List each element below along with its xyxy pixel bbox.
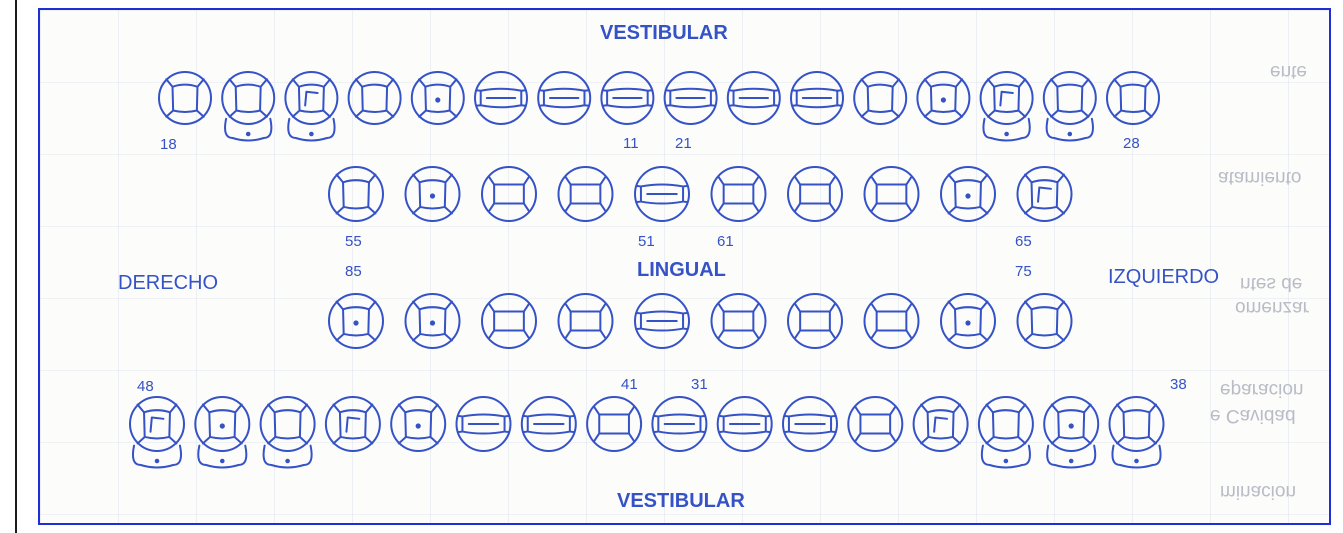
- tooth-diagram: [1018, 294, 1072, 348]
- tooth-diagram: [522, 397, 576, 451]
- tooth-diagram: [1044, 72, 1096, 141]
- tooth-diagram: [406, 294, 460, 348]
- tooth-number-38: 38: [1170, 376, 1187, 393]
- tooth-diagram: [329, 167, 383, 221]
- tooth-number-28: 28: [1123, 135, 1140, 152]
- tooth-diagram: [728, 72, 780, 124]
- tooth-number-55: 55: [345, 233, 362, 250]
- tooth-diagram: [482, 167, 536, 221]
- tooth-diagram: [941, 294, 995, 348]
- tooth-diagram: [941, 167, 995, 221]
- tooth-number-18: 18: [160, 136, 177, 153]
- tooth-diagram: [222, 72, 274, 141]
- tooth-number-65: 65: [1015, 233, 1032, 250]
- tooth-diagram: [635, 294, 689, 348]
- tooth-diagram: [349, 72, 401, 124]
- tooth-diagram: [1110, 397, 1164, 468]
- tooth-diagram: [854, 72, 906, 124]
- tooth-diagram: [601, 72, 653, 124]
- tooth-diagram: [788, 167, 842, 221]
- tooth-number-75: 75: [1015, 263, 1032, 280]
- odontogram-frame: ente atamiento ntes de omenzar eparacion…: [38, 8, 1331, 525]
- tooth-diagram: [783, 397, 837, 451]
- tooth-number-11: 11: [623, 135, 639, 152]
- tooth-diagram: [917, 72, 969, 124]
- tooth-diagram: [791, 72, 843, 124]
- tooth-diagram: [1107, 72, 1159, 124]
- tooth-diagram: [1018, 167, 1072, 221]
- tooth-diagram: [665, 72, 717, 124]
- tooth-diagram: [635, 167, 689, 221]
- tooth-number-21: 21: [675, 135, 692, 152]
- tooth-diagram: [559, 167, 613, 221]
- tooth-diagram: [261, 397, 315, 468]
- tooth-number-41: 41: [621, 376, 638, 393]
- tooth-diagram: [559, 294, 613, 348]
- tooth-diagram: [788, 294, 842, 348]
- tooth-diagram: [1044, 397, 1098, 468]
- tooth-diagram: [712, 167, 766, 221]
- tooth-diagram: [712, 294, 766, 348]
- tooth-number-61: 61: [717, 233, 734, 250]
- tooth-number-31: 31: [691, 376, 708, 393]
- tooth-diagram: [329, 294, 383, 348]
- tooth-number-48: 48: [137, 378, 154, 395]
- tooth-diagram: [865, 294, 919, 348]
- tooth-diagram: [718, 397, 772, 451]
- tooth-diagram: [981, 72, 1033, 141]
- tooth-diagram: [406, 167, 460, 221]
- tooth-diagram: [391, 397, 445, 451]
- tooth-diagram: [538, 72, 590, 124]
- tooth-diagram: [130, 397, 184, 468]
- label-derecho: DERECHO: [118, 272, 218, 295]
- tooth-number-85: 85: [345, 263, 362, 280]
- tooth-diagram: [848, 397, 902, 451]
- tooth-diagram: [587, 397, 641, 451]
- tooth-diagram: [475, 72, 527, 124]
- tooth-diagram: [979, 397, 1033, 468]
- label-izquierdo: IZQUIERDO: [1108, 266, 1219, 289]
- tooth-diagram: [326, 397, 380, 451]
- left-margin-rule: [15, 0, 17, 533]
- tooth-diagram: [195, 397, 249, 468]
- tooth-diagram: [652, 397, 706, 451]
- tooth-diagram: [457, 397, 511, 451]
- tooth-diagram: [285, 72, 337, 141]
- tooth-diagram: [412, 72, 464, 124]
- tooth-diagram: [914, 397, 968, 451]
- tooth-diagram: [159, 72, 211, 124]
- tooth-diagram: [482, 294, 536, 348]
- heading-vestibular-top: VESTIBULAR: [600, 22, 728, 45]
- tooth-number-51: 51: [638, 233, 655, 250]
- tooth-diagram: [865, 167, 919, 221]
- heading-vestibular-bottom: VESTIBULAR: [617, 490, 745, 513]
- heading-lingual: LINGUAL: [637, 259, 726, 282]
